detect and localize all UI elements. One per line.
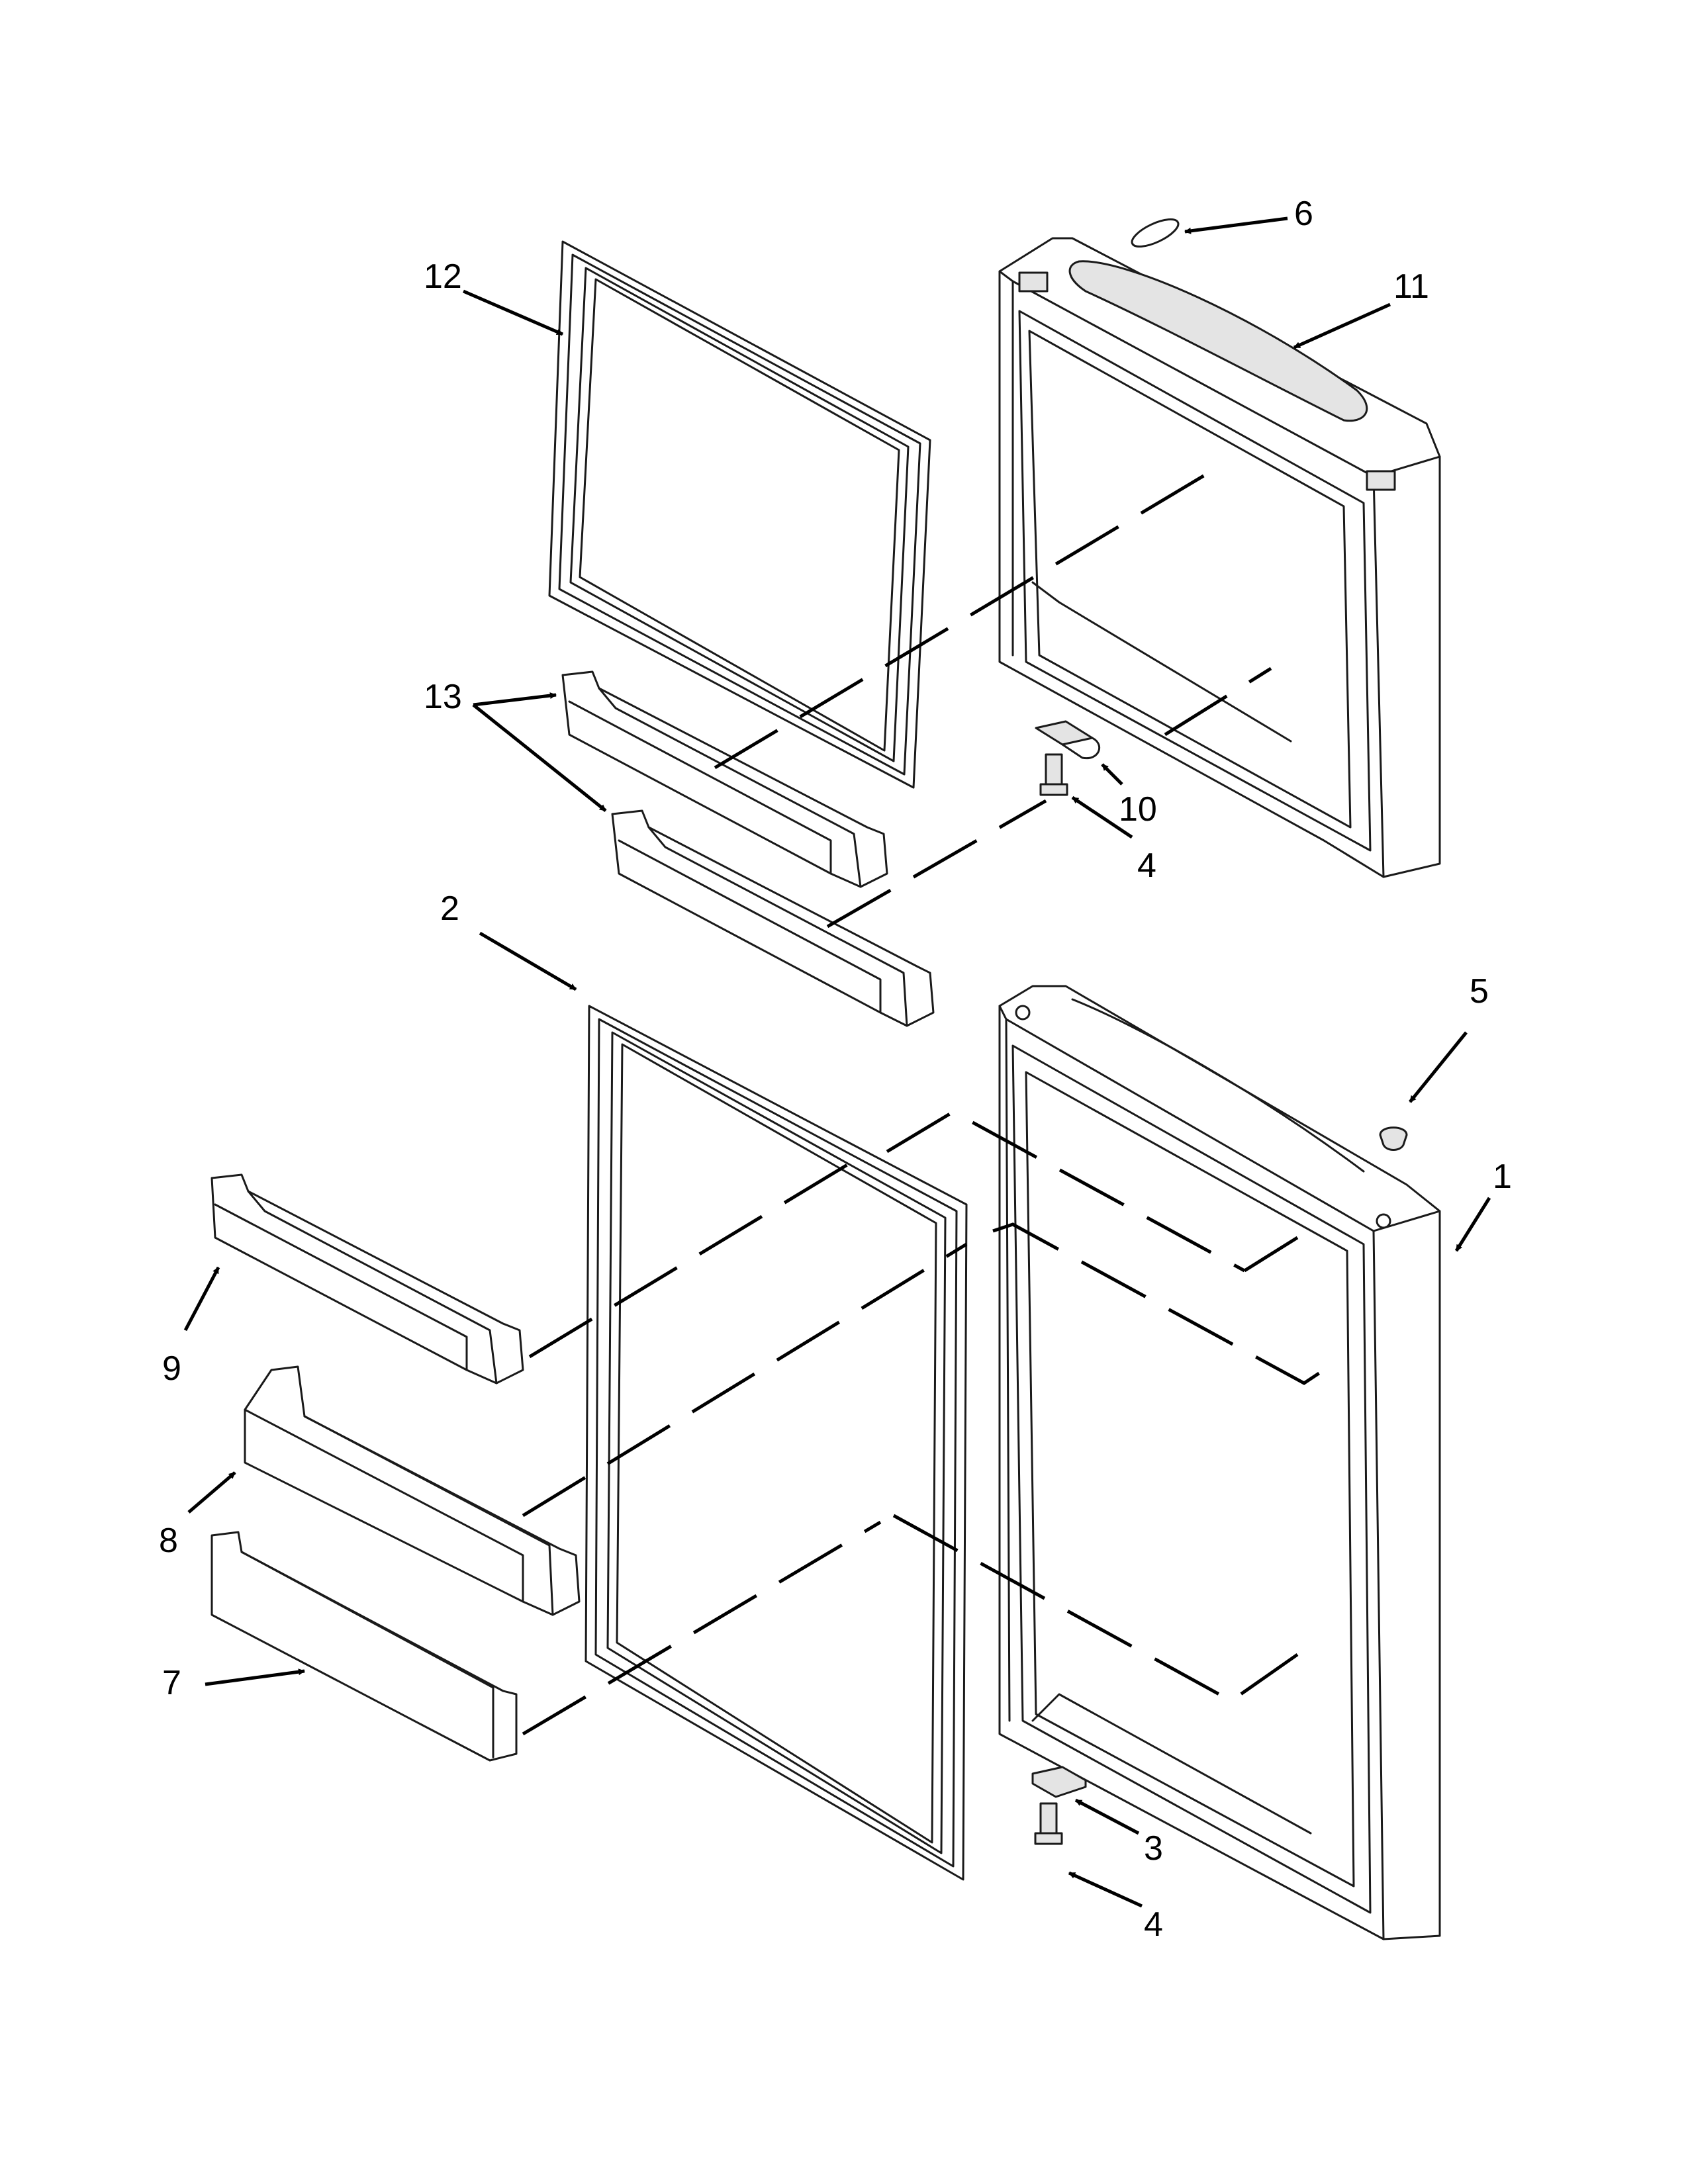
hinge-plug xyxy=(1379,1126,1408,1151)
callout-4-lower: 4 xyxy=(1144,1905,1163,1944)
callout-12: 12 xyxy=(424,257,462,296)
door-bin-8 xyxy=(244,1365,581,1616)
freezer-door-bin-lower xyxy=(611,809,935,1027)
callout-11: 11 xyxy=(1393,267,1429,306)
fresh-food-door xyxy=(998,985,1441,1940)
callout-8: 8 xyxy=(159,1522,178,1560)
freezer-door-gasket xyxy=(548,240,931,789)
freezer-hinge xyxy=(1035,720,1101,760)
freezer-door-bin-upper xyxy=(561,670,888,888)
callout-4-upper: 4 xyxy=(1137,846,1156,885)
freezer-hinge-screw xyxy=(1039,753,1068,796)
callout-7: 7 xyxy=(162,1664,181,1702)
fresh-food-hinge xyxy=(1031,1766,1087,1798)
callout-10: 10 xyxy=(1119,790,1157,829)
callout-6: 6 xyxy=(1294,195,1313,233)
callout-5: 5 xyxy=(1470,972,1489,1011)
freezer-door xyxy=(998,237,1441,878)
door-bin-7 xyxy=(211,1531,518,1762)
callout-2: 2 xyxy=(440,889,459,928)
callout-1: 1 xyxy=(1493,1158,1512,1196)
fresh-food-door-gasket xyxy=(585,1005,968,1881)
callout-9: 9 xyxy=(162,1349,181,1388)
assembly-lines xyxy=(522,461,1335,1736)
door-bin-9 xyxy=(211,1173,524,1385)
callout-3: 3 xyxy=(1144,1829,1163,1868)
callout-13: 13 xyxy=(424,678,462,716)
leader-arrows xyxy=(183,216,1491,1908)
hinge-seal-ring xyxy=(1131,218,1180,248)
fresh-food-hinge-screw xyxy=(1034,1802,1063,1845)
